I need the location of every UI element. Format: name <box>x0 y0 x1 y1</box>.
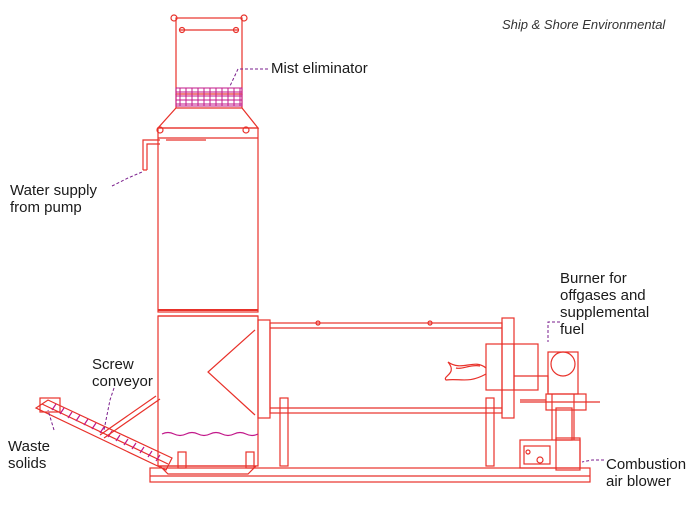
label-waste-solids: Waste solids <box>8 438 50 472</box>
label-burner: Burner for offgases and supplemental fue… <box>560 270 650 338</box>
water-supply-pipe <box>142 139 206 171</box>
scrubber-tower <box>156 126 259 475</box>
mist-eliminator-housing <box>156 14 260 129</box>
burner <box>485 343 600 411</box>
combustion-chamber <box>257 317 515 467</box>
screw-conveyor <box>34 395 173 471</box>
label-water-supply: Water supply from pump <box>10 182 97 216</box>
credit-text: Ship & Shore Environmental <box>502 17 666 32</box>
label-combustion-blower: Combustion air blower <box>606 456 687 490</box>
combustion-air-blower <box>519 351 581 471</box>
leader-lines <box>47 68 604 463</box>
label-mist-eliminator: Mist eliminator <box>271 60 368 77</box>
base-skid <box>149 451 591 483</box>
burner-flame-icon <box>444 361 487 381</box>
mist-eliminator-mesh <box>175 87 243 107</box>
label-screw-conveyor: Screw conveyor <box>92 356 153 390</box>
